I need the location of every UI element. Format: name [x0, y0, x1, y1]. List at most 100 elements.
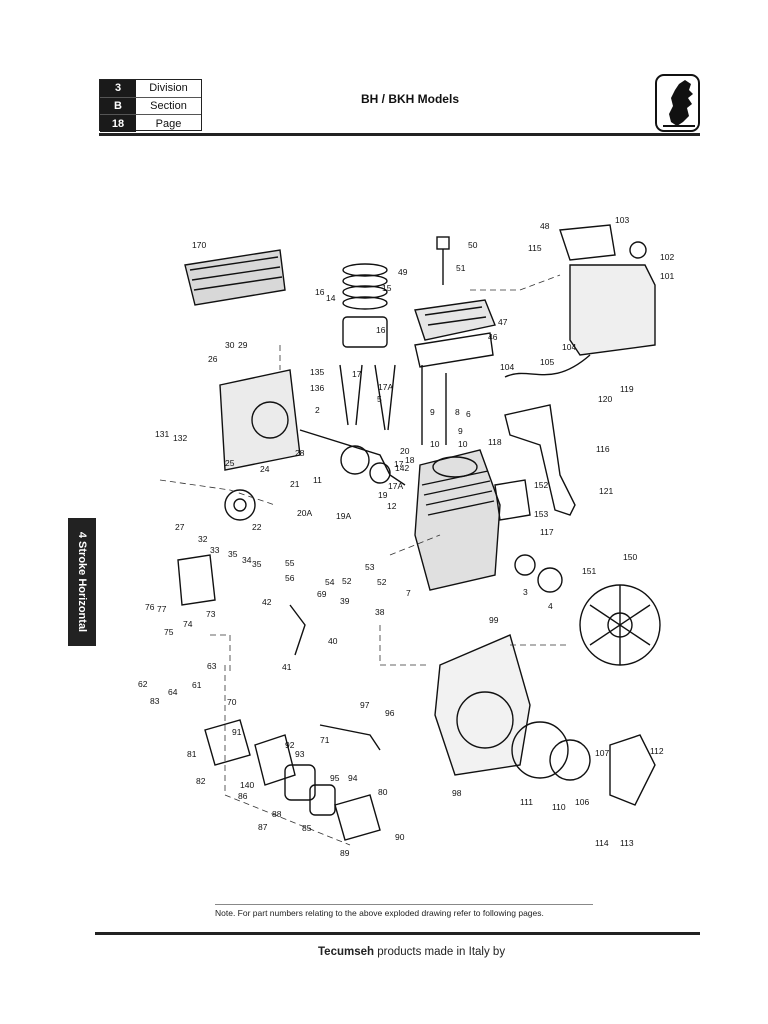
- side-tab-label: 4 Stroke Horizontal: [76, 531, 88, 633]
- diagram-parts: [177, 224, 661, 841]
- part-label: 63: [207, 661, 217, 671]
- section-row: B Section: [100, 97, 201, 116]
- part-label: 51: [456, 263, 466, 273]
- part-label: 95: [330, 773, 340, 783]
- part-label: 89: [340, 848, 350, 858]
- part-label: 98: [452, 788, 462, 798]
- part-label: 117: [540, 527, 554, 537]
- page-label: Page: [155, 117, 182, 130]
- part-label: 20: [400, 446, 410, 456]
- header-rule: [99, 133, 700, 136]
- part-label: 12: [387, 501, 397, 511]
- part-label: 74: [183, 619, 193, 629]
- part-label: 106: [575, 797, 589, 807]
- diagram-leader-lines: [159, 274, 570, 846]
- section-number: B: [100, 97, 136, 115]
- part-label: 99: [489, 615, 499, 625]
- part-label: 70: [227, 697, 237, 707]
- part-label: 113: [620, 838, 634, 848]
- part-label: 110: [552, 802, 566, 812]
- part-label: 114: [595, 838, 609, 848]
- part-label: 112: [650, 746, 664, 756]
- part-label: 85: [302, 823, 312, 833]
- part-label: 119: [620, 384, 634, 394]
- part-label: 19A: [336, 511, 351, 521]
- part-label: 54: [325, 577, 335, 587]
- part-label: 41: [282, 662, 292, 672]
- part-label: 86: [238, 791, 248, 801]
- part-label: 55: [285, 558, 295, 568]
- part-label: 16: [376, 325, 386, 335]
- part-label: 83: [150, 696, 160, 706]
- page-title: BH / BKH Models: [360, 92, 459, 106]
- part-label: 69: [317, 589, 327, 599]
- part-label: 6: [466, 409, 471, 419]
- part-label: 11: [313, 475, 322, 485]
- brand-logo-icon: [655, 74, 700, 132]
- part-label: 62: [138, 679, 148, 689]
- part-label: 19: [378, 490, 388, 500]
- part-label: 71: [320, 735, 330, 745]
- part-label: 26: [208, 354, 218, 364]
- part-label: 28: [295, 448, 305, 458]
- part-label: 136: [310, 383, 324, 393]
- part-label: 56: [285, 573, 295, 583]
- section-label: Section: [150, 99, 187, 112]
- part-label: 17A: [388, 481, 403, 491]
- part-label: 24: [260, 464, 270, 474]
- part-label: 52: [377, 577, 387, 587]
- part-label: 116: [596, 444, 610, 454]
- part-label: 131: [155, 429, 169, 439]
- part-label: 10: [430, 439, 440, 449]
- part-label: 88: [272, 809, 282, 819]
- page-number: 18: [100, 115, 136, 132]
- division-section-page-box: 3 Division B Section 18 Page: [99, 79, 202, 132]
- part-label: 47: [498, 317, 508, 327]
- part-label: 105: [540, 357, 554, 367]
- part-label: 15: [382, 283, 392, 293]
- part-label: 92: [285, 740, 295, 750]
- part-label: 17: [394, 459, 404, 469]
- part-label: 121: [599, 486, 613, 496]
- part-label: 101: [660, 271, 674, 281]
- part-label: 48: [540, 221, 550, 231]
- part-label: 33: [210, 545, 220, 555]
- part-label: 80: [378, 787, 388, 797]
- part-label: 21: [290, 479, 300, 489]
- part-label: 38: [375, 607, 385, 617]
- part-label: 10: [458, 439, 468, 449]
- part-label: 2: [315, 405, 320, 415]
- part-label: 14: [326, 293, 336, 303]
- page-row: 18 Page: [100, 115, 201, 132]
- part-label: 27: [175, 522, 185, 532]
- part-label: 35: [252, 559, 262, 569]
- part-label: 5: [377, 394, 382, 404]
- part-label: 25: [225, 458, 235, 468]
- part-label: 34: [242, 555, 252, 565]
- part-label: 29: [238, 340, 248, 350]
- note-rule: [215, 904, 593, 905]
- part-label: 46: [488, 332, 498, 342]
- part-label: 150: [623, 552, 637, 562]
- part-label: 17A: [378, 382, 393, 392]
- diagram-note: Note. For part numbers relating to the a…: [215, 908, 544, 918]
- part-label: 17: [352, 369, 362, 379]
- part-label: 7: [406, 588, 411, 598]
- part-label: 40: [328, 636, 338, 646]
- part-label: 104: [500, 362, 514, 372]
- part-label: 82: [196, 776, 206, 786]
- part-label: 64: [168, 687, 178, 697]
- part-label: 81: [187, 749, 197, 759]
- part-label: 75: [164, 627, 174, 637]
- part-label: 73: [206, 609, 216, 619]
- part-label: 140: [240, 780, 254, 790]
- footer-rule: [95, 932, 700, 935]
- footer-text: Tecumseh products made in Italy by: [318, 946, 505, 958]
- part-label: 76: [145, 602, 155, 612]
- part-label: 90: [395, 832, 405, 842]
- part-label: 9: [430, 407, 435, 417]
- part-label: 153: [534, 509, 548, 519]
- part-label: 32: [198, 534, 208, 544]
